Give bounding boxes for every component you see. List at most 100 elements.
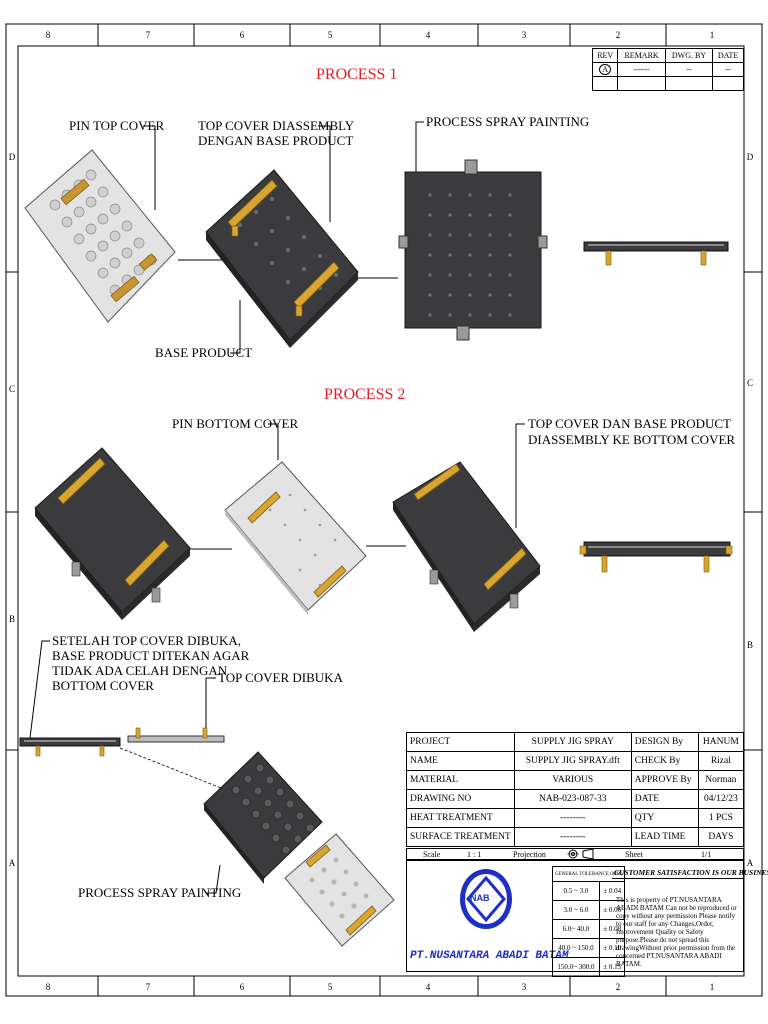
name-label: NAME [406,751,515,771]
callout-top-cover-dibuka: TOP COVER DIBUKA [218,670,343,685]
row-label: C [746,378,753,388]
design-value: HANUM [697,732,745,752]
approve-value: Norman [697,770,745,790]
column-label: 6 [239,982,245,992]
callout-top-cover-diassembly-2: DENGAN BASE PRODUCT [198,133,354,148]
row-label: A [746,858,754,868]
drawing-no-label: DRAWING NO [406,789,515,809]
callout-setelah-2: BASE PRODUCT DITEKAN AGAR [52,648,250,663]
jig-assembly-right [392,461,541,632]
row-label: D [746,152,754,162]
side-view-process-1 [583,241,729,266]
column-label: 3 [521,982,527,992]
column-label: 5 [327,30,333,40]
heat-value: -------- [513,808,632,828]
process-1-title: PROCESS 1 [316,66,398,83]
callout-setelah-4: BOTTOM COVER [52,678,154,693]
revision-table: REV REMARK DWG. BY DATE A ------ -- -- [591,48,744,91]
projection-label: Projection [513,850,546,859]
column-label: 4 [425,30,431,40]
logo-text: NAB [470,893,490,903]
row-label: D [8,152,16,162]
callout-pin-top-cover: PIN TOP COVER [69,118,165,133]
projection-symbol-icon [567,848,597,864]
date-value: 04/12/23 [697,789,745,809]
column-label: 2 [615,30,621,40]
scale-value: 1 : 1 [467,850,482,859]
tolerance-table: GENERAL TOLERANCE (MM) 0.5 ~ 3.0± 0.04 3… [551,866,626,977]
name-value: SUPPLY JIG SPRAY.dft [513,751,632,771]
tolerance-value: ± 0.04 [598,881,626,901]
column-label: 8 [45,30,51,40]
design-label: DESIGN By [630,732,699,752]
column-label: 8 [45,982,51,992]
project-label: PROJECT [406,732,515,752]
tolerance-range: 40.0 ~ 150.0 [552,938,600,958]
material-label: MATERIAL [406,770,515,790]
callout-top-cover-dan-base-2: DIASSEMBLY KE BOTTOM COVER [528,432,736,447]
callout-setelah-1: SETELAH TOP COVER DIBUKA, [52,633,241,648]
spray-plate-top-view [398,159,548,341]
date-header: DATE [712,48,744,63]
callout-top-cover-diassembly-1: TOP COVER DIASSEMBLY [198,118,355,133]
sheet-label: Sheet [625,850,643,859]
company-name: PT.NUSANTARA ABADI BATAM [410,950,569,962]
callout-setelah-3: TIDAK ADA CELAH DENGAN [52,663,228,678]
approve-label: APPROVE By [630,770,699,790]
callout-pin-bottom-cover: PIN BOTTOM COVER [172,416,299,431]
column-label: 1 [709,30,715,40]
column-label: 4 [425,982,431,992]
surface-label: SURFACE TREATMENT [406,827,515,847]
callout-process-spray-painting-2: PROCESS SPRAY PAINTING [78,885,242,900]
column-label: 6 [239,30,245,40]
process-2-title: PROCESS 2 [324,386,406,403]
column-label: 2 [615,982,621,992]
scale-label: Scale [423,850,441,859]
sheet-value: 1/1 [701,850,712,859]
drawing-no-value: NAB-023-087-33 [513,789,632,809]
surface-value: -------- [513,827,632,847]
jig-assembly-left [34,447,191,620]
side-view-process-3 [19,727,225,757]
property-note: This is property of PT.NUSANTARA ABADI B… [616,896,737,968]
check-value: Rizal [697,751,745,771]
qty-label: QTY [630,808,699,828]
callout-process-spray-painting: PROCESS SPRAY PAINTING [426,114,590,129]
lead-label: LEAD TIME [630,827,699,847]
scale-row: Scale 1 : 1 Projection Sheet 1/1 [406,848,744,860]
nab-logo-icon [460,869,512,929]
project-value: SUPPLY JIG SPRAY [513,732,632,752]
callout-top-cover-dan-base-1: TOP COVER DAN BASE PRODUCT [528,416,731,431]
row-label: A [8,858,16,868]
date-label: DATE [630,789,699,809]
heat-label: HEAT TREATMENT [406,808,515,828]
material-value: VARIOUS [513,770,632,790]
column-label: 1 [709,982,715,992]
rev-marker: A [599,64,612,75]
callout-base-product: BASE PRODUCT [155,345,253,360]
pin-top-cover-plate [24,149,176,323]
tolerance-range: 3.0 ~ 6.0 [552,900,600,920]
tolerance-range: 150.0~ 300.0 [552,957,600,977]
qty-value: 1 PCS [697,808,745,828]
lead-value: DAYS [697,827,745,847]
row-label: C [8,384,15,394]
side-view-process-2 [579,541,733,573]
tolerance-range: 6.0~ 40.0 [552,919,600,939]
title-block: PROJECT SUPPLY JIG SPRAY DESIGN By HANUM… [406,732,745,847]
slogan-divider [612,878,744,879]
row-label: B [746,640,753,650]
tolerance-value: ± 0.15 [598,957,626,977]
open-top-cover-plate [203,751,323,884]
slogan: CUSTOMER SATISFACTION IS OUR BUSINESS [614,868,768,877]
base-product-plate [284,833,395,947]
column-label: 7 [145,30,151,40]
tolerance-range: 0.5 ~ 3.0 [552,881,600,901]
column-label: 7 [145,982,151,992]
column-label: 5 [327,982,333,992]
column-label: 3 [521,30,527,40]
